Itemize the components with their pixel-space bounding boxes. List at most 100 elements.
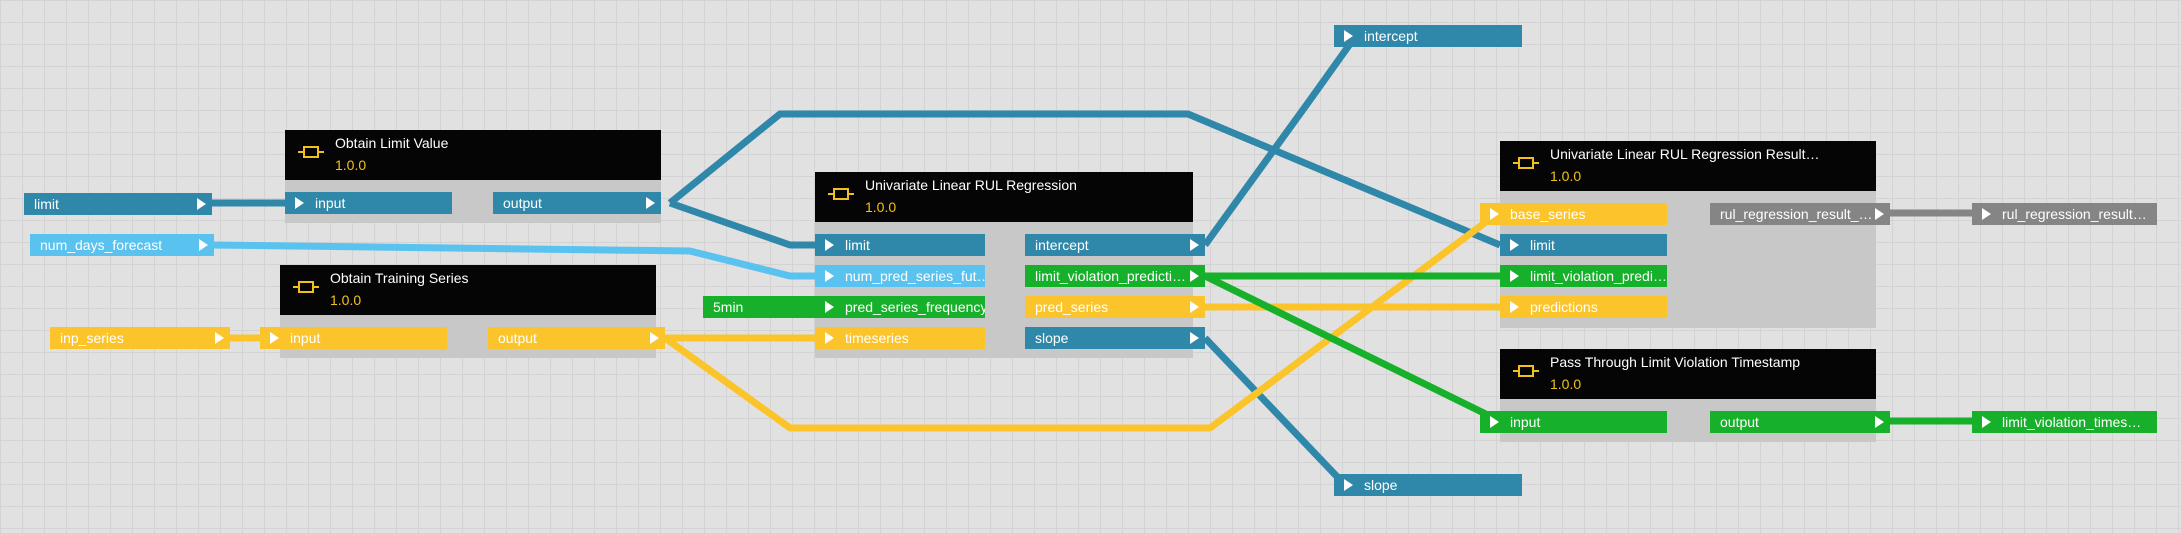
node-pass-through-limit-violation-timestamp[interactable]: Pass Through Limit Violation Timestamp 1… bbox=[1480, 349, 1890, 442]
output-port-output[interactable]: output bbox=[488, 327, 665, 349]
wire-intercept-to-output bbox=[1202, 33, 1359, 248]
constant-value: 5min bbox=[713, 299, 744, 315]
wire-limit-output-to-regression-limit bbox=[668, 199, 825, 249]
constant-input-5min[interactable]: 5min bbox=[703, 296, 823, 318]
node-title: Obtain Limit Value bbox=[335, 135, 449, 151]
wire-violation-to-pass-through bbox=[1203, 272, 1502, 425]
port-label: limit_violation_predicti… bbox=[1035, 268, 1186, 284]
port-label: base_series bbox=[1510, 206, 1586, 222]
port-label: pred_series bbox=[1035, 299, 1109, 315]
workflow-output-rul-regression-result[interactable]: rul_regression_result… bbox=[1972, 203, 2157, 225]
input-port-limit[interactable]: limit bbox=[1500, 234, 1667, 256]
output-arrow-icon bbox=[1190, 301, 1199, 313]
port-label: num_pred_series_fut… bbox=[845, 268, 985, 284]
input-arrow-icon bbox=[825, 332, 834, 344]
node-title: Pass Through Limit Violation Timestamp bbox=[1550, 354, 1801, 370]
workflow-input-num-days-forecast[interactable]: num_days_forecast bbox=[30, 234, 214, 256]
node-title: Univariate Linear RUL Regression Result… bbox=[1550, 146, 1820, 162]
input-arrow-icon bbox=[1510, 301, 1519, 313]
node-version: 1.0.0 bbox=[1550, 168, 1582, 184]
port-label: input bbox=[290, 330, 321, 346]
workflow-input-label: limit bbox=[34, 196, 59, 212]
output-arrow-icon bbox=[1190, 332, 1199, 344]
node-version: 1.0.0 bbox=[865, 199, 897, 215]
port-label: pred_series_frequency bbox=[845, 299, 985, 315]
input-arrow-icon bbox=[1510, 239, 1519, 251]
component-icon bbox=[1513, 365, 1539, 377]
output-port-intercept[interactable]: intercept bbox=[1025, 234, 1205, 256]
input-port-input[interactable]: input bbox=[1480, 411, 1667, 433]
node-obtain-limit-value[interactable]: Obtain Limit Value 1.0.0 input output bbox=[285, 130, 661, 223]
component-icon bbox=[1513, 157, 1539, 169]
port-label: timeseries bbox=[845, 330, 909, 346]
port-label: rul_regression_result_… bbox=[1720, 206, 1873, 222]
input-port-limit-violation-prediction[interactable]: limit_violation_predi… bbox=[1500, 265, 1667, 287]
node-header[interactable]: Obtain Limit Value 1.0.0 bbox=[285, 130, 661, 180]
node-obtain-training-series[interactable]: Obtain Training Series 1.0.0 input outpu… bbox=[260, 265, 665, 358]
node-header[interactable]: Univariate Linear RUL Regression 1.0.0 bbox=[815, 172, 1193, 222]
node-header[interactable]: Pass Through Limit Violation Timestamp 1… bbox=[1500, 349, 1876, 399]
port-label: output bbox=[503, 195, 542, 211]
workflow-output-label: slope bbox=[1364, 477, 1398, 493]
workflow-input-limit[interactable]: limit bbox=[24, 193, 212, 215]
output-arrow-icon bbox=[1875, 416, 1884, 428]
node-title: Obtain Training Series bbox=[330, 270, 469, 286]
output-port-output[interactable]: output bbox=[1710, 411, 1890, 433]
workflow-output-label: intercept bbox=[1364, 28, 1418, 44]
workflow-output-intercept[interactable]: intercept bbox=[1334, 25, 1522, 47]
node-univariate-linear-rul-regression[interactable]: Univariate Linear RUL Regression 1.0.0 l… bbox=[815, 172, 1205, 358]
output-port-rul-regression-result[interactable]: rul_regression_result_… bbox=[1710, 203, 1890, 225]
port-label: limit bbox=[1530, 237, 1555, 253]
workflow-input-inp-series[interactable]: inp_series bbox=[50, 327, 230, 349]
port-label: input bbox=[315, 195, 346, 211]
output-port-limit-violation-prediction[interactable]: limit_violation_predicti… bbox=[1025, 265, 1205, 287]
node-version: 1.0.0 bbox=[335, 157, 367, 173]
input-arrow-icon bbox=[1490, 208, 1499, 220]
input-arrow-icon bbox=[1510, 270, 1519, 282]
input-arrow-icon bbox=[1982, 416, 1991, 428]
workflow-input-label: num_days_forecast bbox=[40, 237, 163, 253]
workflow-output-limit-violation-timestamp[interactable]: limit_violation_times… bbox=[1972, 411, 2157, 433]
output-arrow-icon bbox=[1875, 208, 1884, 220]
output-arrow-icon bbox=[1190, 239, 1199, 251]
workflow-output-slope[interactable]: slope bbox=[1334, 474, 1522, 496]
input-port-pred-series-frequency[interactable]: pred_series_frequency bbox=[815, 296, 985, 318]
input-port-timeseries[interactable]: timeseries bbox=[815, 327, 985, 349]
input-port-input[interactable]: input bbox=[260, 327, 447, 349]
input-arrow-icon bbox=[1490, 416, 1499, 428]
output-arrow-icon bbox=[646, 197, 655, 209]
port-label: input bbox=[1510, 414, 1541, 430]
node-version: 1.0.0 bbox=[1550, 376, 1582, 392]
output-arrow-icon bbox=[650, 332, 659, 344]
port-label: output bbox=[1720, 414, 1759, 430]
component-icon bbox=[828, 188, 854, 200]
input-arrow-icon bbox=[825, 301, 834, 313]
input-arrow-icon bbox=[270, 332, 279, 344]
output-port-output[interactable]: output bbox=[493, 192, 661, 214]
input-arrow-icon bbox=[1344, 30, 1353, 42]
output-arrow-icon bbox=[199, 239, 208, 251]
port-label: output bbox=[498, 330, 537, 346]
output-arrow-icon bbox=[215, 332, 224, 344]
input-port-limit[interactable]: limit bbox=[815, 234, 985, 256]
input-port-predictions[interactable]: predictions bbox=[1500, 296, 1667, 318]
workflow-input-label: inp_series bbox=[60, 330, 124, 346]
workflow-output-label: rul_regression_result… bbox=[2002, 206, 2147, 222]
node-header[interactable]: Univariate Linear RUL Regression Result…… bbox=[1500, 141, 1876, 191]
output-port-slope[interactable]: slope bbox=[1025, 327, 1205, 349]
input-port-input[interactable]: input bbox=[285, 192, 452, 214]
input-arrow-icon bbox=[1344, 479, 1353, 491]
node-title: Univariate Linear RUL Regression bbox=[865, 177, 1077, 193]
input-port-num-pred-series[interactable]: num_pred_series_fut… bbox=[815, 265, 985, 287]
component-icon bbox=[293, 281, 319, 293]
node-header[interactable]: Obtain Training Series 1.0.0 bbox=[280, 265, 656, 315]
input-arrow-icon bbox=[295, 197, 304, 209]
output-port-pred-series[interactable]: pred_series bbox=[1025, 296, 1205, 318]
output-arrow-icon bbox=[1190, 270, 1199, 282]
port-label: slope bbox=[1035, 330, 1069, 346]
wire-slope-to-output bbox=[1202, 335, 1348, 488]
node-rul-regression-result[interactable]: Univariate Linear RUL Regression Result…… bbox=[1480, 141, 1890, 328]
input-arrow-icon bbox=[825, 270, 834, 282]
output-arrow-icon bbox=[197, 198, 206, 210]
input-port-base-series[interactable]: base_series bbox=[1480, 203, 1667, 225]
